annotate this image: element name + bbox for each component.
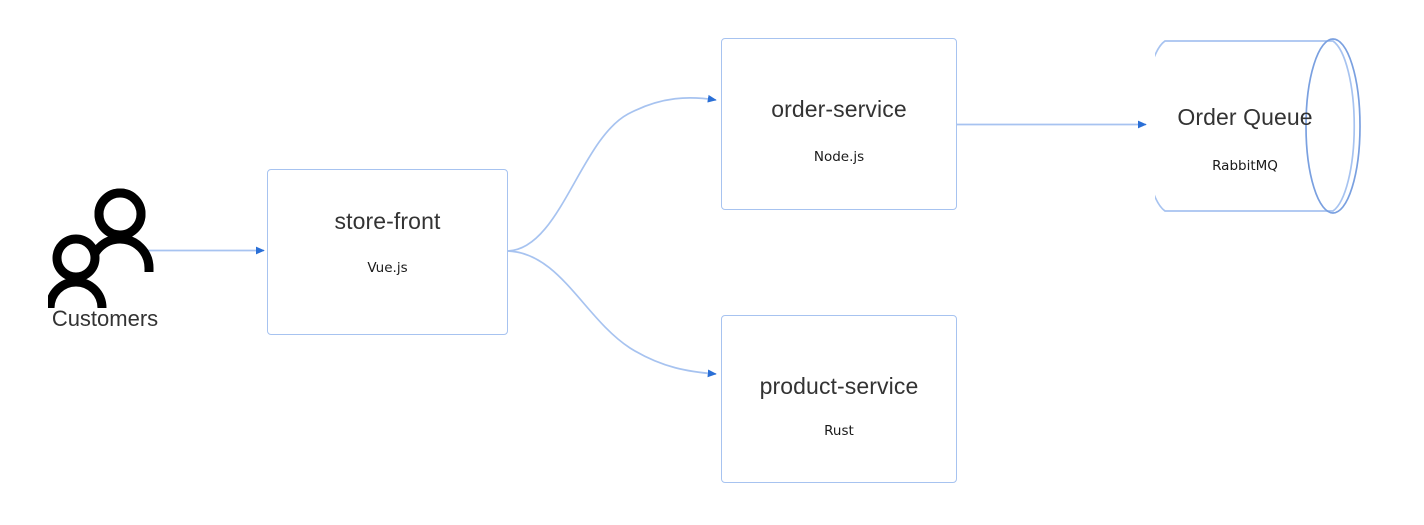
edge-store-front-to-product-service	[507, 250, 717, 378]
cylinder-shape	[1155, 38, 1361, 214]
node-product-service-subtitle: Rust	[824, 423, 854, 439]
node-order-queue-subtitle: RabbitMQ	[1212, 158, 1278, 174]
node-order-queue[interactable]: Order Queue RabbitMQ	[1155, 36, 1375, 216]
actor-customers: Customers	[30, 188, 180, 338]
edge-store-front-to-order-service	[507, 94, 717, 252]
node-product-service[interactable]: product-service Rust	[721, 315, 957, 483]
actor-label: Customers	[51, 306, 159, 331]
node-order-service-title: order-service	[771, 96, 907, 122]
node-store-front-title: store-front	[334, 208, 441, 234]
node-store-front[interactable]: store-front Vue.js	[267, 169, 508, 335]
node-product-service-title: product-service	[759, 373, 919, 399]
two-people-icon	[48, 188, 154, 308]
node-order-service[interactable]: order-service Node.js	[721, 38, 957, 210]
node-order-service-subtitle: Node.js	[813, 149, 865, 165]
node-store-front-subtitle: Vue.js	[367, 260, 408, 276]
node-order-queue-title: Order Queue	[1177, 104, 1313, 130]
